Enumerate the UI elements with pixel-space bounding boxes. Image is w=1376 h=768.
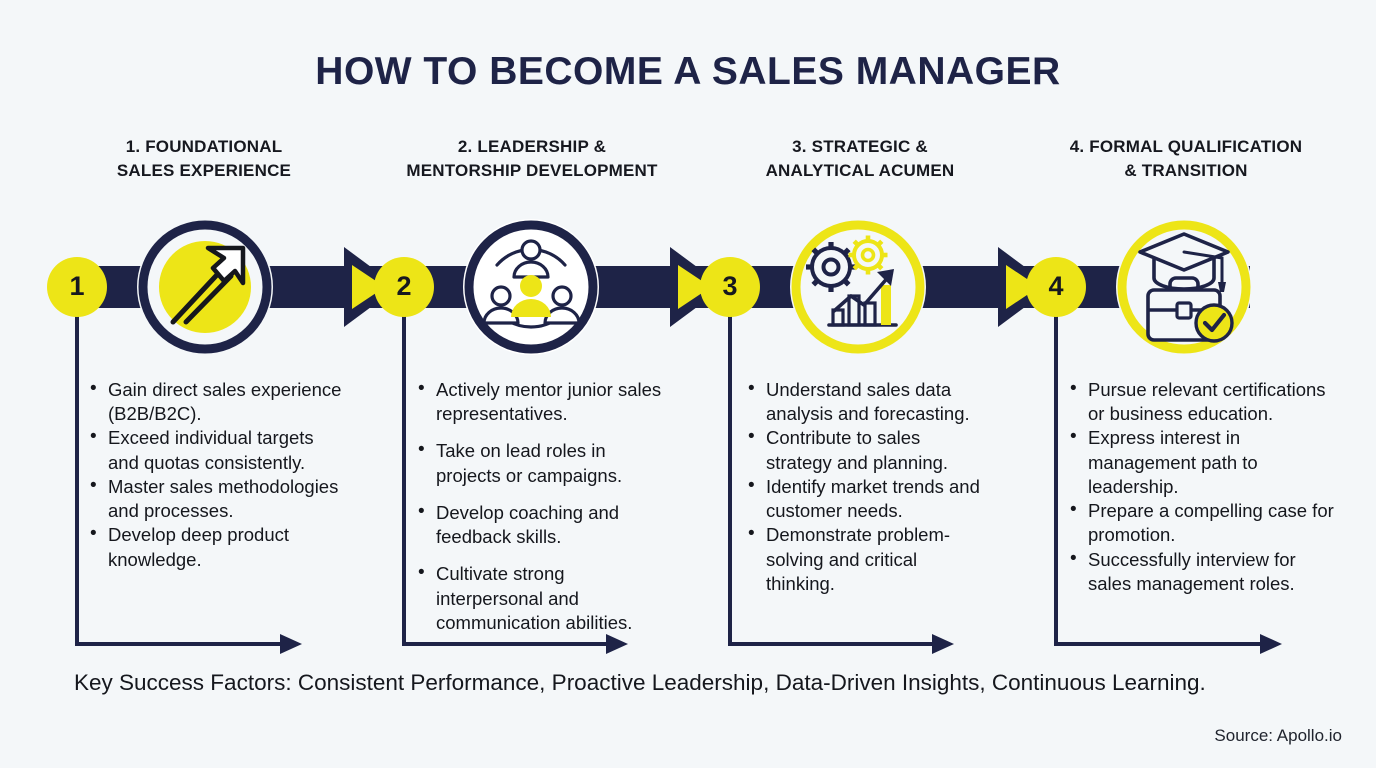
list-item: Cultivate strong interpersonal and commu… [414, 561, 674, 635]
page-title: HOW TO BECOME A SALES MANAGER [315, 50, 1061, 93]
list-item: Exceed individual targets and quotas con… [86, 425, 344, 474]
connector-arrow-1-2 [344, 247, 398, 327]
step-heading-4-line2: & TRANSITION [1124, 161, 1248, 181]
step-heading-4-line1: 4. FORMAL QUALIFICATION [1069, 137, 1303, 156]
step-number-badge-1[interactable] [47, 257, 107, 317]
list-item: Contribute to sales strategy and plannin… [744, 425, 989, 474]
list-item: Prepare a compelling case for promotion. [1066, 498, 1334, 547]
connector-arrow-2-3 [670, 247, 724, 327]
step-heading-2-line2: MENTORSHIP DEVELOPMENT [406, 161, 658, 181]
list-item: Take on lead roles in projects or campai… [414, 438, 674, 487]
step-heading-3: 3. STRATEGIC & ANALYTICAL ACUMEN [714, 135, 1006, 183]
drop-connector-1 [75, 310, 302, 654]
step-number-label-3: 3 [722, 271, 738, 301]
step-heading-3-line1: 3. STRATEGIC & [792, 137, 928, 156]
step-number-label-4: 4 [1048, 271, 1064, 301]
graduation-briefcase-icon [1138, 232, 1234, 343]
list-item: Successfully interview for sales managem… [1066, 547, 1334, 596]
step-bullet-list-1: Gain direct sales experience (B2B/B2C). … [86, 377, 344, 572]
list-item: Demonstrate problem-solving and critical… [744, 522, 989, 596]
key-success-factors: Key Success Factors: Consistent Performa… [74, 670, 1206, 695]
drop-connector-4 [1054, 310, 1282, 654]
step-icon-circle-2[interactable] [463, 219, 599, 355]
step-headings: 1. FOUNDATIONAL SALES EXPERIENCE 2. LEAD… [0, 135, 1376, 187]
growth-arrow-icon [170, 245, 246, 325]
list-item: Gain direct sales experience (B2B/B2C). [86, 377, 344, 426]
list-item: Develop coaching and feedback skills. [414, 500, 674, 549]
step-heading-1-line1: 1. FOUNDATIONAL [125, 137, 283, 156]
step-icon-circle-4[interactable] [1116, 219, 1252, 355]
drop-connector-3 [728, 310, 954, 654]
step-bullet-list-2: Actively mentor junior sales representat… [414, 377, 674, 648]
drop-connector-2 [402, 310, 628, 654]
step-bullet-list-3: Understand sales data analysis and forec… [744, 377, 989, 596]
step-number-badge-4[interactable] [1026, 257, 1086, 317]
connector-arrow-3-4 [998, 247, 1052, 327]
list-item: Identify market trends and customer need… [744, 474, 989, 523]
gears-and-chart-icon [806, 235, 898, 327]
step-number-badge-2[interactable] [374, 257, 434, 317]
step-icon-circle-3[interactable] [790, 219, 926, 355]
step-heading-1: 1. FOUNDATIONAL SALES EXPERIENCE [56, 135, 352, 183]
step-heading-4: 4. FORMAL QUALIFICATION & TRANSITION [1030, 135, 1342, 183]
step-number-label-2: 2 [396, 271, 412, 301]
list-item: Actively mentor junior sales representat… [414, 377, 674, 426]
list-item: Understand sales data analysis and forec… [744, 377, 989, 426]
step-heading-3-line2: ANALYTICAL ACUMEN [765, 161, 955, 181]
list-item: Develop deep product knowledge. [86, 522, 344, 571]
source-attribution: Source: Apollo.io [1214, 726, 1342, 745]
list-item: Express interest in management path to l… [1066, 425, 1334, 499]
step-icon-circle-1[interactable] [137, 219, 273, 355]
step-number-label-1: 1 [69, 271, 85, 301]
step-heading-2: 2. LEADERSHIP & MENTORSHIP DEVELOPMENT [378, 135, 686, 183]
list-item: Master sales methodologies and processes… [86, 474, 344, 523]
list-item: Pursue relevant certifications or busine… [1066, 377, 1334, 426]
step-heading-2-line1: 2. LEADERSHIP & [457, 137, 607, 156]
mentorship-team-icon [482, 239, 581, 329]
step-number-badge-3[interactable] [700, 257, 760, 317]
step-heading-1-line2: SALES EXPERIENCE [116, 161, 292, 181]
step-bullet-list-4: Pursue relevant certifications or busine… [1066, 377, 1334, 596]
